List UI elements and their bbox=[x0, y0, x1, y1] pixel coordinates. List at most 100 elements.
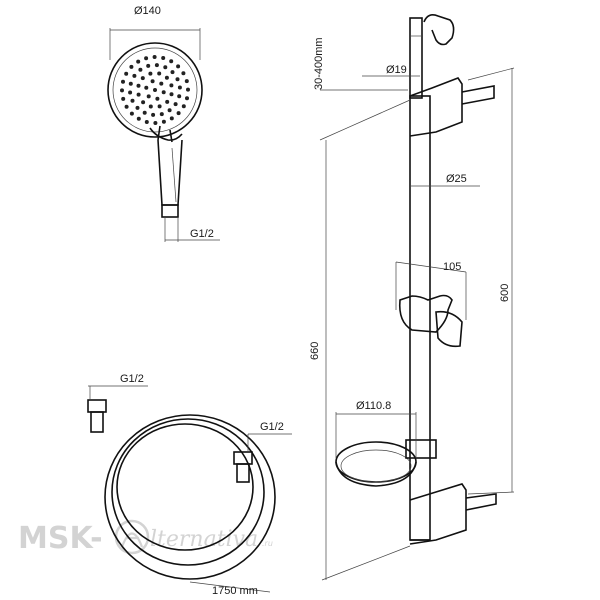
nozzle-dot bbox=[150, 79, 155, 84]
rail-top-hook bbox=[423, 14, 455, 46]
slide-holder bbox=[398, 294, 453, 333]
nozzle-dot bbox=[177, 94, 182, 99]
rail-bottom-bracket bbox=[409, 483, 467, 545]
watermark: MSK- lternativa .ru bbox=[18, 519, 273, 556]
nozzle-dot bbox=[186, 87, 190, 92]
nozzle-dot bbox=[136, 92, 141, 97]
nozzle-dot bbox=[163, 65, 168, 70]
shower-head-inner bbox=[112, 47, 198, 133]
nozzle-dot bbox=[161, 56, 166, 60]
slide-holder-cup bbox=[435, 310, 463, 348]
nozzle-dot bbox=[173, 102, 178, 107]
nozzle-dot bbox=[136, 59, 141, 64]
hose-inner-coil bbox=[116, 423, 254, 551]
nozzle-dot bbox=[151, 112, 156, 117]
nozzle-dot bbox=[129, 64, 134, 69]
dim-hose-thread-right: G1/2 bbox=[260, 421, 284, 433]
nozzle-dot bbox=[169, 92, 174, 97]
dim-head-thread: G1/2 bbox=[190, 228, 214, 240]
nozzle-dot bbox=[152, 55, 157, 59]
nozzle-dot bbox=[146, 94, 151, 99]
soap-dish-clamp bbox=[405, 439, 437, 459]
shower-neck-joint bbox=[157, 125, 173, 143]
hose-outer-coil bbox=[104, 414, 276, 580]
nozzle-dot bbox=[169, 116, 174, 121]
rail-bottom-wall-pin bbox=[465, 493, 497, 511]
watermark-brand: MSK- bbox=[18, 521, 103, 556]
hose-middle-coil bbox=[111, 418, 265, 566]
nozzle-dot bbox=[141, 100, 146, 105]
dim-soap-dish: Ø110.8 bbox=[356, 400, 391, 412]
nozzle-dot bbox=[144, 120, 149, 124]
dim-adjust-range: 30-400mm bbox=[313, 37, 325, 90]
nozzle-dot bbox=[161, 90, 166, 95]
nozzle-dot bbox=[148, 71, 153, 76]
nozzle-dot bbox=[181, 104, 186, 109]
nozzle-dot bbox=[165, 99, 170, 104]
rail-dimensions: 30-400mm Ø19 Ø25 105 600 660 Ø110.8 bbox=[309, 37, 515, 581]
nozzle-dot bbox=[176, 111, 181, 116]
nozzle-dot bbox=[154, 63, 159, 68]
nozzle-dot bbox=[130, 98, 135, 103]
shower-head-outer bbox=[107, 42, 203, 138]
nozzle-dot bbox=[140, 76, 145, 81]
nozzle-dot bbox=[161, 119, 166, 124]
shower-nozzles bbox=[120, 55, 190, 125]
watermark-suffix: .ru bbox=[262, 539, 273, 548]
nozzle-dot bbox=[121, 79, 125, 84]
nozzle-dot bbox=[157, 71, 162, 76]
hose-left-sleeve bbox=[90, 411, 104, 433]
nozzle-dot bbox=[159, 81, 164, 86]
nozzle-dot bbox=[157, 104, 162, 109]
soap-dish-inner bbox=[340, 449, 412, 483]
nozzle-dot bbox=[128, 90, 133, 95]
nozzle-dot bbox=[138, 67, 143, 72]
shower-handle-connector bbox=[161, 204, 179, 218]
nozzle-dot bbox=[177, 85, 182, 90]
nozzle-dot bbox=[136, 83, 141, 88]
dim-holder-width: 105 bbox=[443, 261, 461, 273]
dim-total-length: 660 bbox=[309, 342, 321, 360]
rail-main-bar bbox=[409, 95, 431, 541]
shower-hose: G1/2 G1/2 1750 mm bbox=[87, 373, 292, 597]
rail-top-rod bbox=[409, 17, 423, 99]
nozzle-dot bbox=[176, 64, 181, 69]
nozzle-dot bbox=[170, 70, 175, 75]
nozzle-dot bbox=[169, 59, 174, 64]
dim-hose-thread-left: G1/2 bbox=[120, 373, 144, 385]
dim-bar-length: 600 bbox=[499, 284, 511, 302]
shower-handle-highlight bbox=[171, 147, 177, 203]
dim-head-diameter: Ø140 bbox=[134, 5, 161, 17]
nozzle-dot bbox=[142, 110, 147, 115]
shower-handle bbox=[157, 139, 183, 206]
nozzle-dot bbox=[153, 121, 158, 125]
nozzle-dot bbox=[129, 111, 134, 116]
nozzle-dot bbox=[148, 104, 153, 109]
hand-shower: Ø140 G1/2 bbox=[107, 5, 220, 242]
nozzle-dot bbox=[120, 88, 124, 93]
nozzle-dot bbox=[164, 75, 169, 80]
dim-top-diameter: Ø19 bbox=[386, 64, 407, 76]
dim-hose-length: 1750 mm bbox=[212, 585, 258, 597]
hose-right-sleeve bbox=[236, 463, 250, 483]
nozzle-dot bbox=[155, 96, 160, 101]
nozzle-dot bbox=[167, 108, 172, 113]
nozzle-dot bbox=[128, 81, 133, 86]
rail-top-bracket bbox=[409, 77, 463, 137]
nozzle-dot bbox=[184, 79, 189, 84]
slide-rail bbox=[335, 14, 497, 545]
nozzle-dot bbox=[124, 71, 129, 76]
nozzle-dot bbox=[132, 73, 137, 78]
nozzle-dot bbox=[121, 96, 126, 101]
hose-left-nut bbox=[87, 399, 107, 413]
shower-neck bbox=[149, 127, 183, 141]
nozzle-dot bbox=[124, 104, 129, 109]
rail-top-wall-pin bbox=[461, 85, 495, 105]
nozzle-dot bbox=[159, 112, 164, 117]
dim-bar-diameter: Ø25 bbox=[446, 173, 467, 185]
nozzle-dot bbox=[146, 63, 151, 68]
nozzle-dot bbox=[185, 96, 189, 101]
nozzle-dot bbox=[144, 85, 149, 90]
nozzle-dot bbox=[175, 77, 180, 82]
